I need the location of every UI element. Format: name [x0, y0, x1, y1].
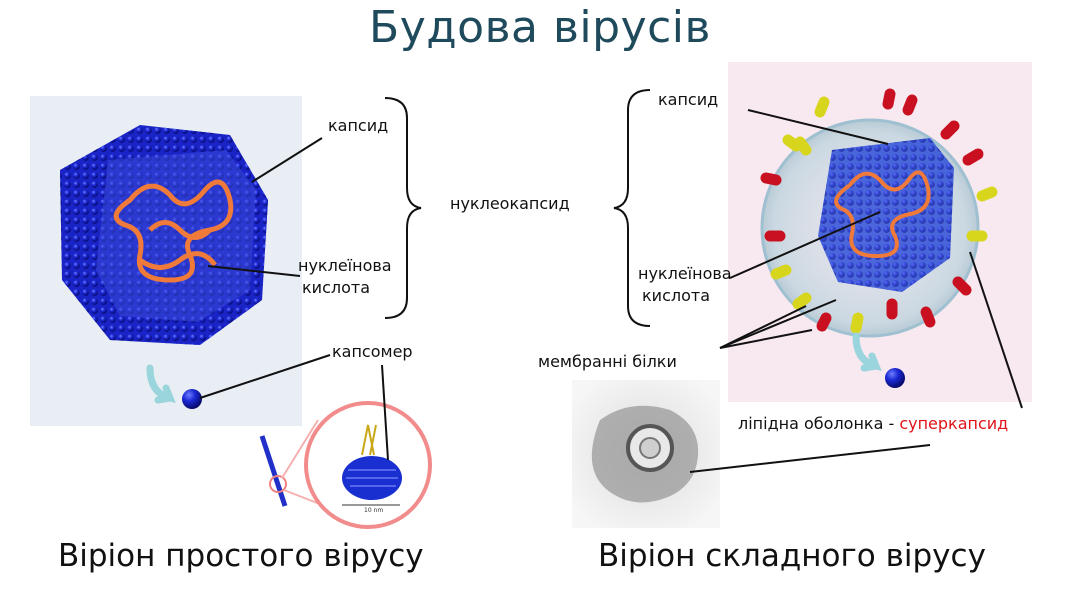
- capsomer-arrow-icon: [146, 364, 176, 404]
- right-capsid-label: капсид: [658, 90, 719, 109]
- simple-capsid-illustration: [60, 125, 268, 345]
- complex-virus-illustration: [760, 88, 998, 388]
- lipid-envelope-text: ліпідна оболонка -: [738, 414, 900, 433]
- membrane-proteins-label: мембранні білки: [538, 352, 677, 371]
- scale-label: 10 nm: [364, 507, 384, 514]
- left-bracket: [384, 97, 422, 319]
- nucleocapsid-label: нуклеокапсид: [450, 194, 570, 213]
- left-capsid-label: капсид: [328, 116, 389, 135]
- capsomer-detail-illustration: [259, 401, 432, 529]
- complex-virus-caption: Віріон складного вірусу: [598, 538, 986, 574]
- electron-micrograph: [572, 380, 720, 528]
- leader-lines: [199, 109, 1023, 473]
- page-title: Будова вірусів: [369, 2, 711, 53]
- left-nucleic-acid-label-line1: нуклеїнова: [298, 256, 392, 275]
- capsomer-ball: [182, 389, 202, 409]
- right-nucleic-acid-label-line1: нуклеїнова: [638, 264, 732, 283]
- supercapsid-text: суперкапсид: [899, 414, 1009, 433]
- left-nucleic-acid-label-line2: кислота: [302, 278, 370, 297]
- right-bracket: [613, 89, 651, 327]
- lipid-envelope-label: ліпідна оболонка - суперкапсид: [738, 414, 1008, 434]
- right-nucleic-acid-label-line2: кислота: [642, 286, 710, 305]
- capsomer-label: капсомер: [332, 342, 413, 361]
- simple-virus-caption: Віріон простого вірусу: [58, 538, 424, 574]
